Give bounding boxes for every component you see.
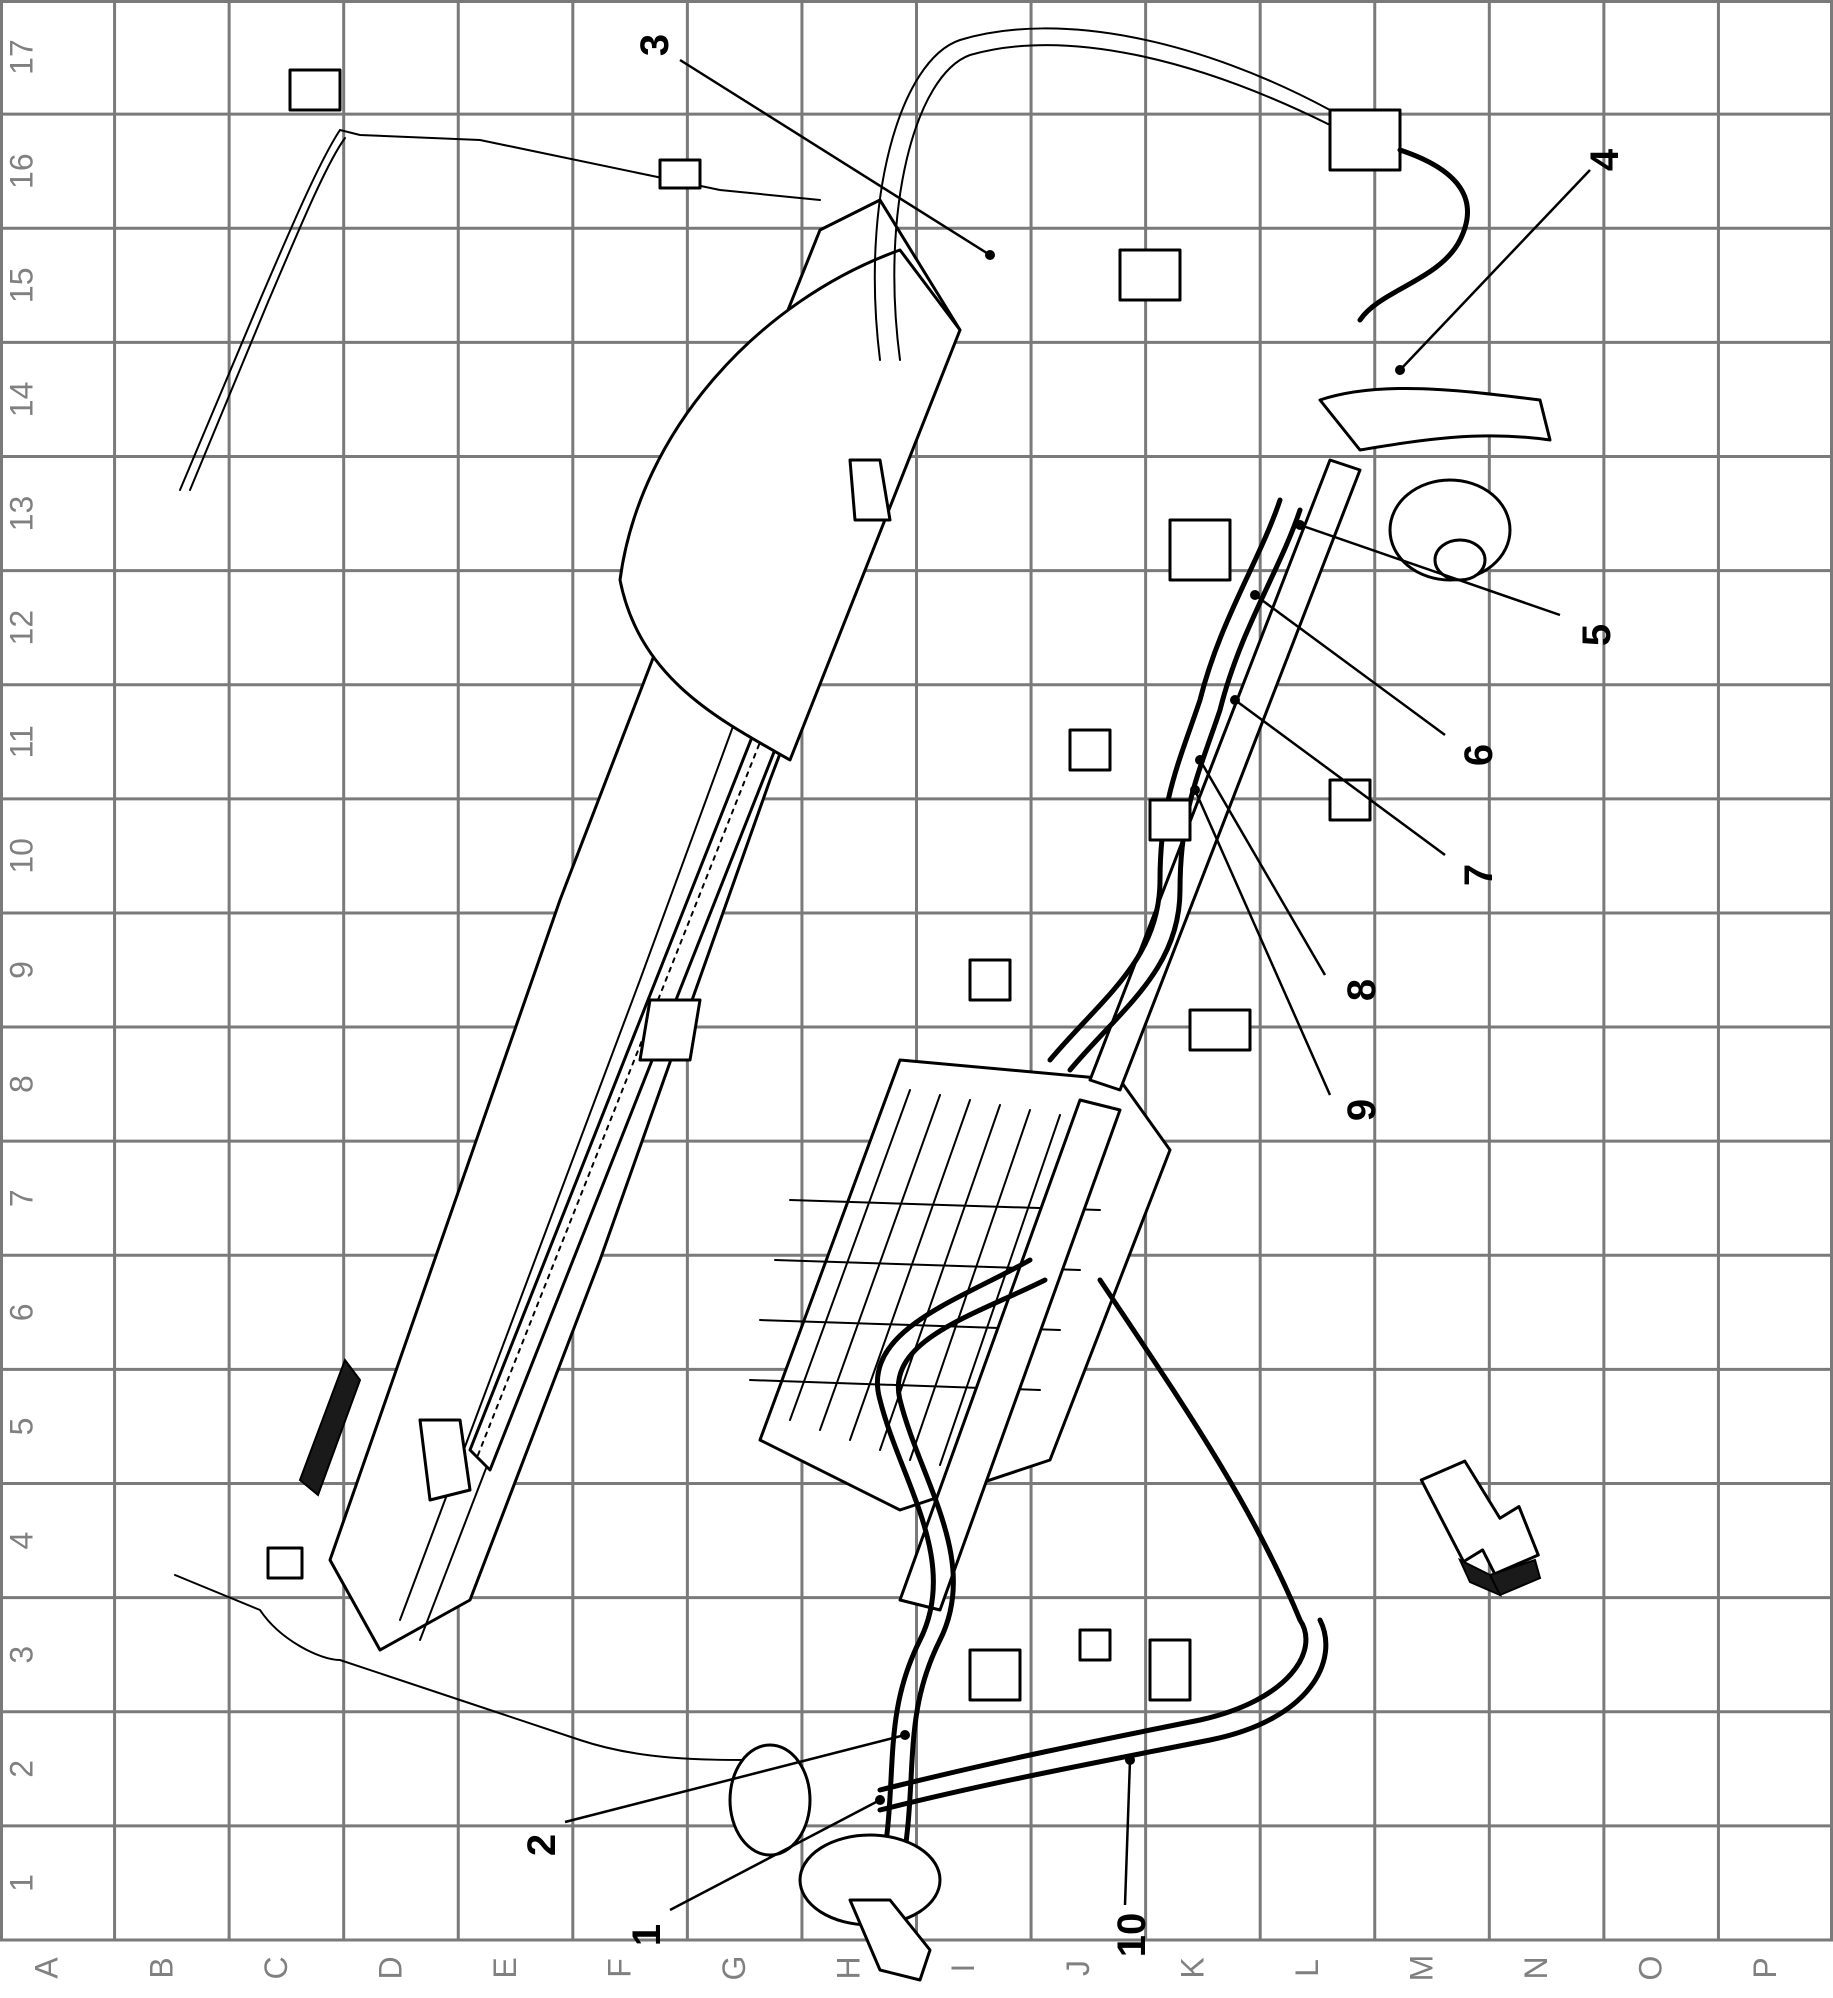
row-label-11: 11 xyxy=(3,725,39,758)
column-label-g: G xyxy=(716,1956,752,1981)
side-vent xyxy=(298,1357,362,1497)
callout-2: 2 xyxy=(520,1834,564,1856)
callout-7: 7 xyxy=(1457,864,1501,886)
row-label-3: 3 xyxy=(3,1646,39,1664)
main-harness-trunk xyxy=(875,1257,1033,1883)
column-label-m: M xyxy=(1403,1955,1439,1982)
row-label-14: 14 xyxy=(3,382,39,418)
row-label-7: 7 xyxy=(3,1189,39,1207)
row-label-4: 4 xyxy=(3,1532,39,1550)
row-label-10: 10 xyxy=(3,838,39,874)
row-label-5: 5 xyxy=(3,1418,39,1436)
row-label-2: 2 xyxy=(3,1760,39,1778)
row-label-16: 16 xyxy=(3,153,39,189)
column-label-k: K xyxy=(1174,1957,1210,1978)
column-label-p: P xyxy=(1747,1957,1783,1978)
row-label-12: 12 xyxy=(3,610,39,646)
row-label-8: 8 xyxy=(3,1075,39,1093)
connector-l16 xyxy=(1328,108,1402,172)
upper-left-wire xyxy=(179,128,821,491)
column-labels: A B C D E F G H I J K L M N O P xyxy=(29,1955,1783,1982)
column-label-f: F xyxy=(602,1958,638,1978)
lower-right-harness xyxy=(877,1277,1309,1793)
connector-c16 xyxy=(288,68,342,112)
callout-labels: 1 2 3 4 5 6 7 8 9 10 xyxy=(520,34,1627,1957)
callout-1: 1 xyxy=(625,1924,669,1946)
column-label-b: B xyxy=(143,1957,179,1978)
row-label-13: 13 xyxy=(3,496,39,532)
column-label-n: N xyxy=(1518,1956,1554,1979)
column-label-c: C xyxy=(258,1956,294,1979)
top-loop-wire xyxy=(873,27,1331,361)
column-label-e: E xyxy=(487,1957,523,1978)
callout-leaders xyxy=(564,58,1591,1912)
column-label-h: H xyxy=(831,1956,867,1979)
callout-3: 3 xyxy=(633,34,677,56)
callout-4: 4 xyxy=(1583,148,1627,171)
front-arrow-icon xyxy=(1419,1459,1542,1598)
callout-9: 9 xyxy=(1340,1099,1384,1121)
left-wire xyxy=(174,1574,761,1761)
row-label-9: 9 xyxy=(3,961,39,979)
callout-6: 6 xyxy=(1457,744,1501,766)
row-label-1: 1 xyxy=(3,1874,39,1892)
instrument-panel-harness-illustration xyxy=(174,27,1552,1982)
column-label-d: D xyxy=(372,1956,408,1979)
callout-5: 5 xyxy=(1575,624,1619,646)
column-label-a: A xyxy=(29,1957,65,1979)
column-label-l: L xyxy=(1289,1959,1325,1977)
right-harness-branch xyxy=(1047,497,1283,1063)
row-label-6: 6 xyxy=(3,1303,39,1321)
column-label-o: O xyxy=(1633,1956,1669,1981)
column-label-j: J xyxy=(1060,1960,1096,1976)
callout-8: 8 xyxy=(1340,979,1384,1001)
row-label-17: 17 xyxy=(3,39,39,75)
column-label-i: I xyxy=(945,1964,981,1973)
upper-pad xyxy=(618,248,962,762)
row-label-15: 15 xyxy=(3,267,39,303)
callout-10: 10 xyxy=(1110,1913,1154,1958)
